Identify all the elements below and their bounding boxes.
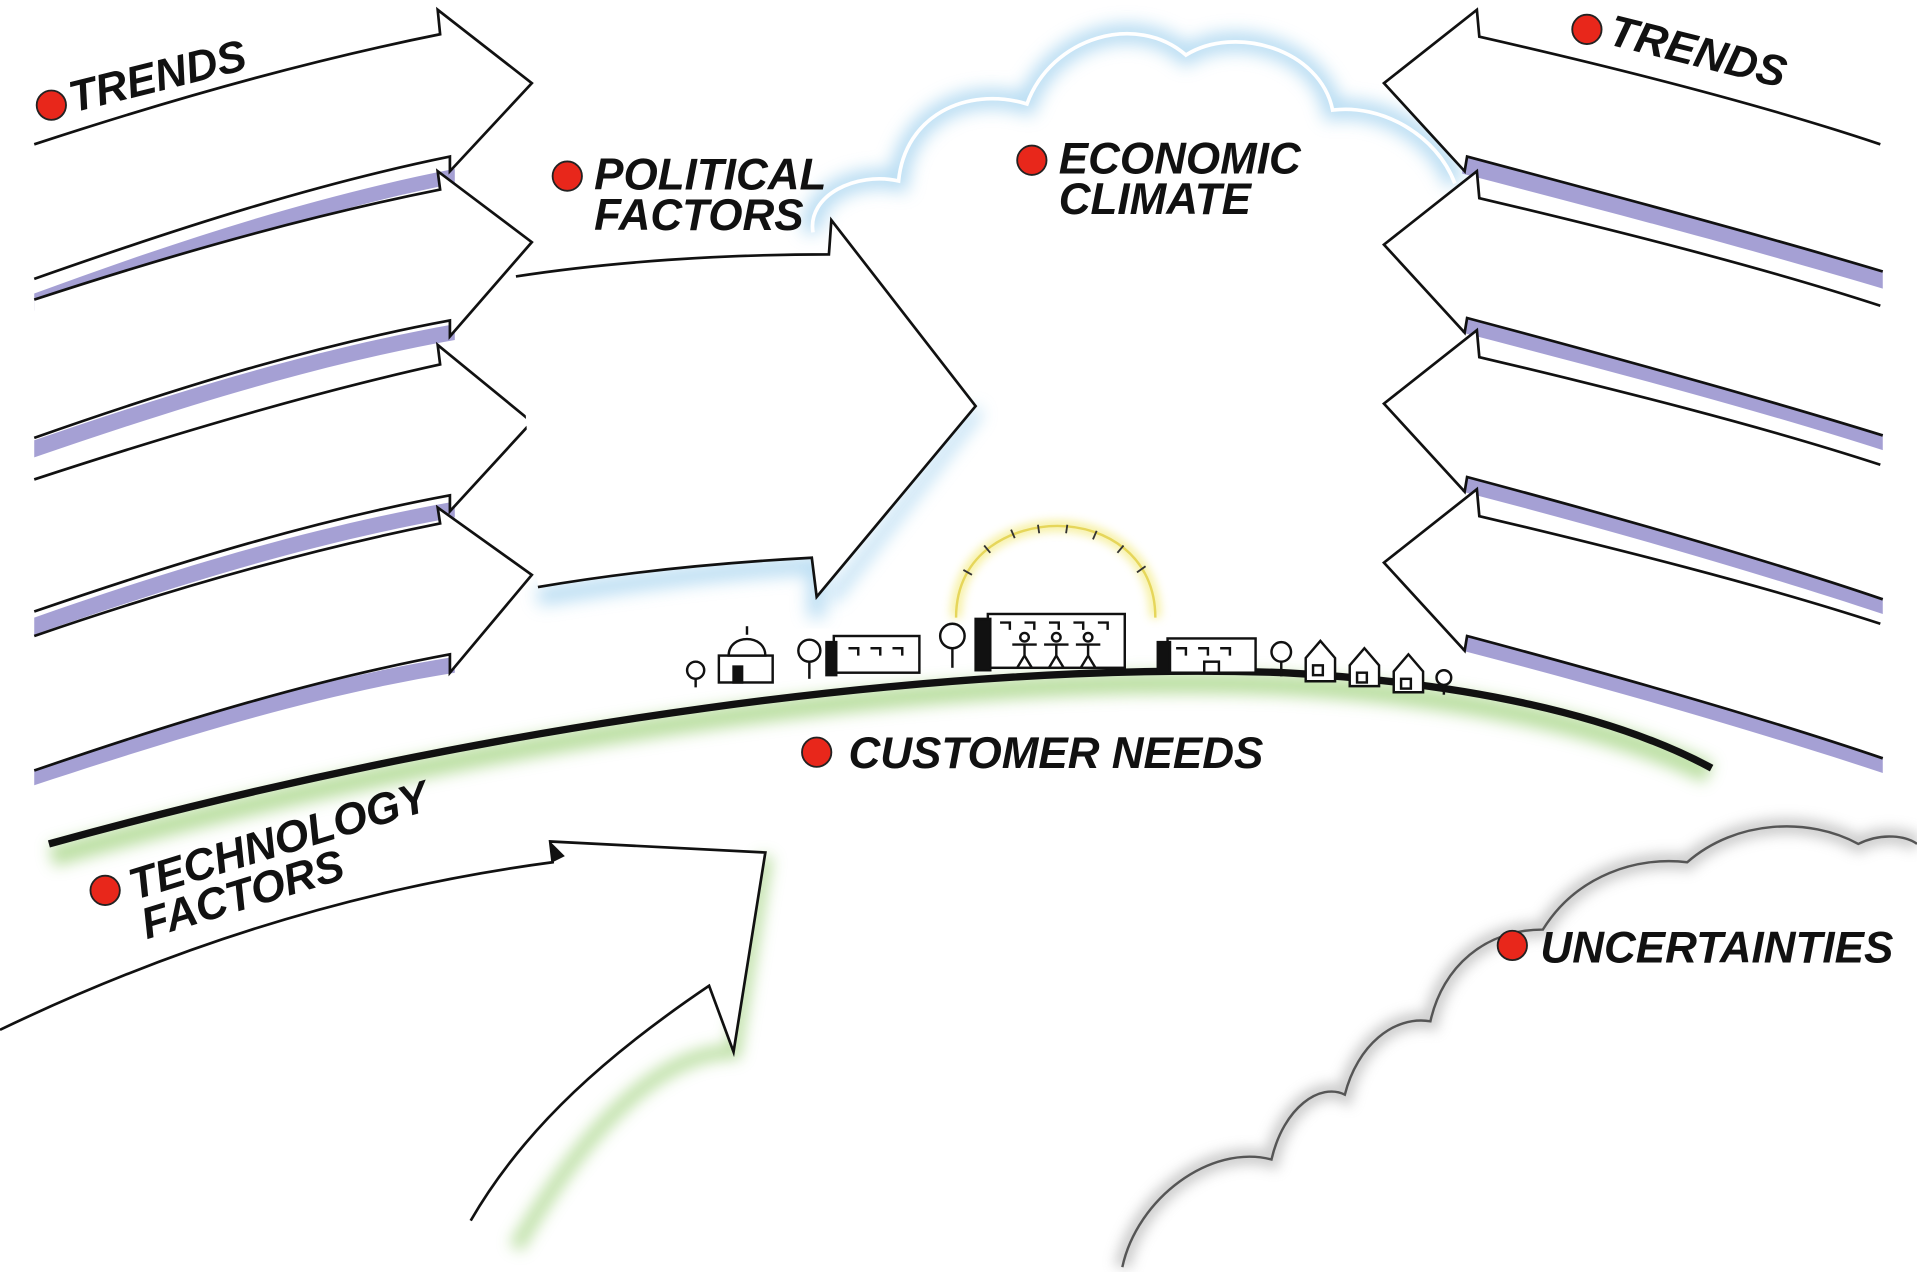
political-factors-arrow xyxy=(515,216,978,618)
sun-icon xyxy=(951,521,1161,618)
house-icon xyxy=(1348,646,1381,688)
marker-dot-icon xyxy=(1016,144,1048,176)
uncertainties-text: UNCERTAINTIES xyxy=(1540,924,1893,973)
uncertainties-label: UNCERTAINTIES xyxy=(1496,924,1893,973)
trend-arrow-right xyxy=(1381,7,1884,289)
building-icon xyxy=(974,612,1126,672)
house-icon xyxy=(1392,652,1425,694)
marker-dot-icon xyxy=(1571,13,1603,45)
trend-arrow-left xyxy=(33,6,534,311)
economic-line2: CLIMATE xyxy=(1059,175,1253,224)
marker-dot-icon xyxy=(89,874,121,906)
tree-icon xyxy=(797,638,822,679)
economic-line1: ECONOMIC xyxy=(1059,135,1302,184)
tree-icon xyxy=(938,622,966,668)
customer-needs-text: CUSTOMER NEEDS xyxy=(848,729,1263,778)
political-line1: POLITICAL xyxy=(594,151,826,200)
town-skyline xyxy=(685,521,1453,695)
trend-arrow-left xyxy=(33,504,534,786)
building-icon xyxy=(1156,637,1257,674)
marker-dot-icon xyxy=(1496,929,1528,962)
trend-arrow-left xyxy=(33,168,534,458)
building-icon xyxy=(717,626,774,684)
economic-climate-label: ECONOMIC CLIMATE xyxy=(1016,135,1302,224)
customer-needs-label: CUSTOMER NEEDS xyxy=(801,729,1263,778)
trend-arrow-right xyxy=(1381,327,1884,614)
building-icon xyxy=(825,634,921,677)
political-line2: FACTORS xyxy=(594,191,803,240)
tree-icon xyxy=(685,660,706,688)
uncertainties-cloud xyxy=(1113,817,1917,1270)
right-trend-arrows xyxy=(1381,7,1884,773)
people-icon xyxy=(1012,631,1101,669)
marker-dot-icon xyxy=(35,89,67,121)
marker-dot-icon xyxy=(801,736,833,768)
economic-climate-cloud xyxy=(802,24,1465,604)
customer-needs-ground xyxy=(47,667,1714,867)
trend-arrow-right xyxy=(1381,168,1884,451)
political-factors-label: POLITICAL FACTORS xyxy=(551,151,826,240)
tree-icon xyxy=(1270,640,1293,677)
technology-factors-arrow xyxy=(0,840,773,1252)
house-icon xyxy=(1304,639,1337,683)
marker-dot-icon xyxy=(551,160,583,192)
tree-icon xyxy=(1435,669,1453,695)
left-trend-arrows xyxy=(33,6,534,786)
trend-arrow-right xyxy=(1381,486,1884,773)
